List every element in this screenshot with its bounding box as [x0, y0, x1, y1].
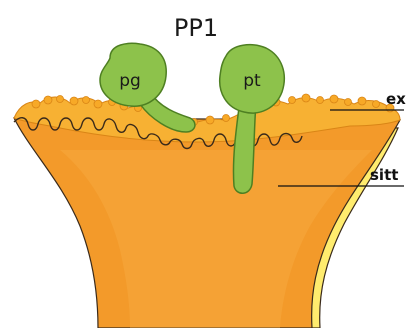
pollen-tube-shaft: [233, 100, 256, 193]
exudate-label: ex: [386, 90, 406, 108]
pollen-grain-label: pg: [119, 71, 141, 91]
stigma-tissue-label: sitt: [370, 166, 398, 184]
pollen-tube-label: pt: [243, 71, 261, 91]
diagram-title: PP1: [174, 14, 218, 42]
